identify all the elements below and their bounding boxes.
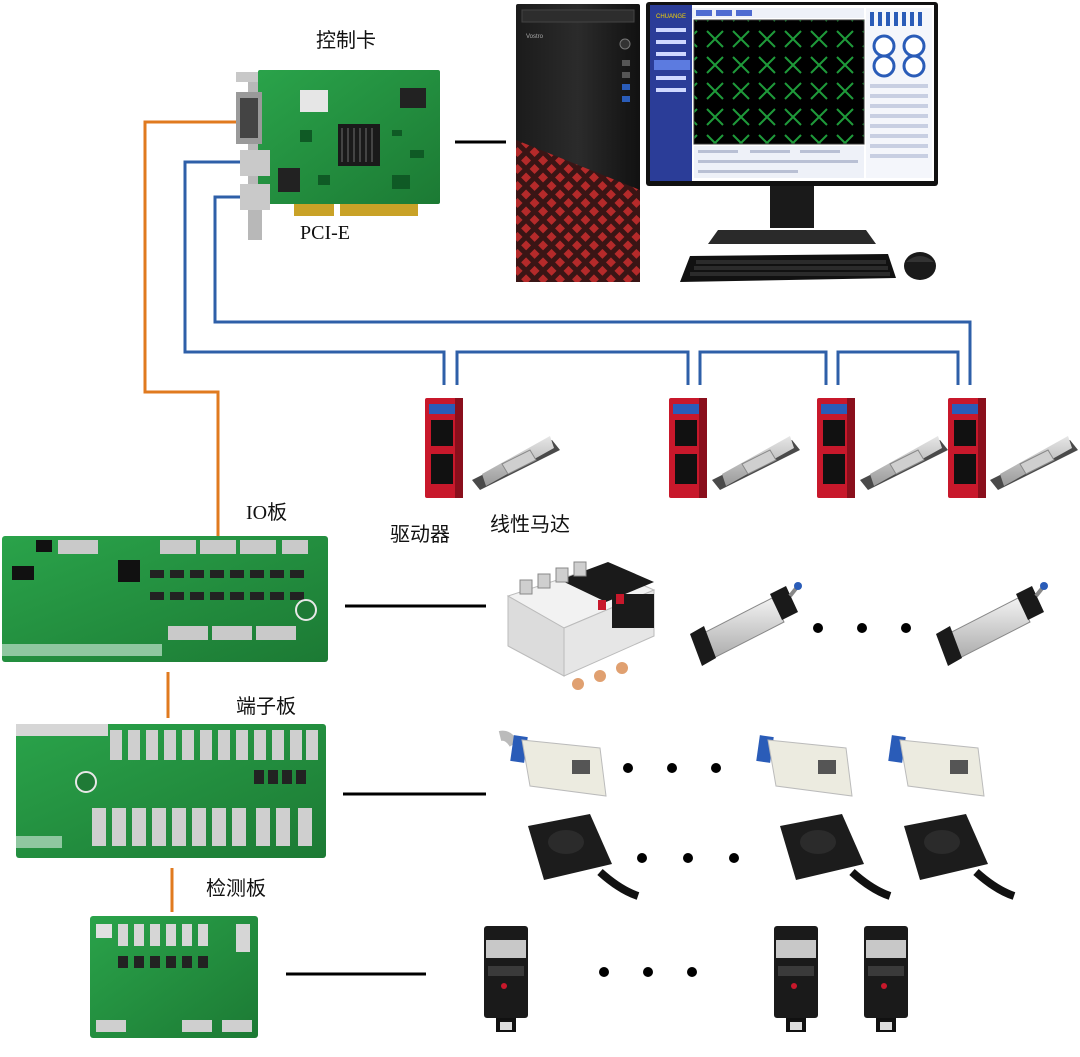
air-cylinder-2 (936, 582, 1048, 666)
keyboard (680, 254, 896, 282)
terminal-board-pcb (16, 724, 326, 858)
ellipsis-dots (813, 623, 911, 633)
blue-driver-link-1 (455, 350, 690, 385)
ellipsis-dots (637, 853, 739, 863)
solenoid-valve-bank (506, 561, 656, 690)
magnetic-switch-1 (498, 730, 607, 797)
orange-io-wire (143, 120, 248, 536)
photo-sensor-2 (774, 926, 818, 1032)
pcie-label: PCI-E (300, 222, 350, 244)
servo-driver-3 (817, 398, 855, 498)
monitor-logo: CHUANGE (656, 14, 686, 20)
monitor: CHUANGE (646, 2, 938, 244)
detection-board-label: 检测板 (206, 876, 266, 900)
io-board-pcb (2, 536, 328, 662)
ellipsis-dots (599, 967, 697, 977)
ellipsis-dots (623, 763, 721, 773)
blue-driver-link-3 (836, 350, 960, 385)
blue-ethercat-wire-1 (183, 160, 446, 385)
linear-motor-label: 线性马达 (490, 512, 570, 536)
linear-motor-2 (712, 436, 800, 490)
detection-board-pcb (90, 916, 258, 1038)
linear-motor-4 (990, 436, 1078, 490)
terminal-board-label: 端子板 (236, 694, 296, 718)
proximity-sensor-1 (528, 814, 640, 900)
linear-motor-3 (860, 436, 948, 490)
servo-driver-2 (669, 398, 707, 498)
magnetic-switch-3 (888, 735, 985, 797)
blue-driver-link-2 (698, 350, 828, 385)
linear-motor-1 (472, 436, 560, 490)
photo-sensor-3 (864, 926, 908, 1032)
photo-sensor-1 (484, 926, 528, 1032)
io-board-label: IO板 (246, 502, 288, 524)
proximity-sensor-3 (904, 814, 1016, 900)
control-card-pcb (236, 70, 440, 240)
servo-driver-4 (948, 398, 986, 498)
magnetic-switch-2 (756, 735, 853, 797)
proximity-sensor-2 (780, 814, 892, 900)
air-cylinder-1 (690, 582, 802, 666)
servo-driver-1 (425, 398, 463, 498)
driver-label: 驱动器 (390, 522, 450, 546)
tower-brand: Vostro (526, 34, 544, 40)
control-card-label: 控制卡 (316, 28, 376, 52)
blue-ethercat-wire-2 (213, 195, 972, 385)
pc-tower: Vostro (516, 4, 640, 282)
mouse (904, 252, 936, 280)
